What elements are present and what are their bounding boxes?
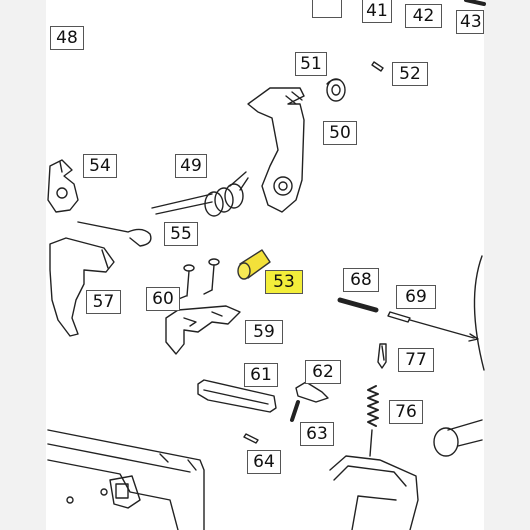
part-62-latch bbox=[295, 381, 329, 403]
part-label-62: 62 bbox=[305, 360, 341, 384]
part-51-bushing bbox=[326, 78, 346, 102]
part-60-screws bbox=[175, 258, 220, 301]
part-50-hammer bbox=[247, 87, 305, 213]
part-77-plunger bbox=[377, 343, 387, 369]
part-label-77: 77 bbox=[398, 348, 434, 372]
frame-rail bbox=[47, 429, 205, 530]
right-edge-shade bbox=[484, 0, 530, 530]
left-edge-shade bbox=[0, 0, 46, 530]
part-76-spring bbox=[367, 385, 379, 457]
part-69-pin bbox=[387, 311, 479, 342]
part-label-50: 50 bbox=[323, 121, 357, 145]
part-label-69: 69 bbox=[396, 285, 436, 309]
part-label-76: 76 bbox=[389, 400, 423, 424]
part-68-spring bbox=[337, 297, 379, 313]
part-label-48: 48 bbox=[50, 26, 84, 50]
part-64-pin bbox=[243, 433, 259, 444]
part-49-spring bbox=[151, 171, 249, 217]
housing-part bbox=[329, 455, 419, 530]
part-label-49: 49 bbox=[175, 154, 207, 178]
part-label-52: 52 bbox=[392, 62, 428, 86]
part-label-57: 57 bbox=[86, 290, 121, 314]
top-right-fragment bbox=[464, 0, 486, 6]
part-label-43: 43 bbox=[456, 10, 484, 34]
part-55-wire-spring bbox=[77, 221, 152, 247]
part-52-pin bbox=[371, 61, 384, 72]
part-label-51: 51 bbox=[295, 52, 327, 76]
part-label-40-partial bbox=[312, 0, 342, 18]
part-label-53: 53 bbox=[265, 270, 303, 294]
part-label-59: 59 bbox=[245, 320, 283, 344]
part-label-61: 61 bbox=[244, 363, 278, 387]
part-53-highlighted-cylinder bbox=[237, 249, 271, 280]
part-label-42: 42 bbox=[405, 4, 442, 28]
part-61-bar bbox=[197, 379, 277, 413]
part-label-60: 60 bbox=[146, 287, 180, 311]
right-curved-part bbox=[473, 255, 485, 371]
part-label-41: 41 bbox=[362, 0, 392, 23]
part-59-plate bbox=[165, 305, 241, 355]
part-63-small-spring bbox=[290, 400, 300, 422]
right-pin bbox=[433, 419, 483, 457]
part-54-disconnector bbox=[47, 159, 79, 213]
part-label-54: 54 bbox=[83, 154, 117, 178]
part-label-64: 64 bbox=[247, 450, 281, 474]
part-57-trigger bbox=[49, 237, 115, 337]
part-label-63: 63 bbox=[300, 422, 334, 446]
part-label-68: 68 bbox=[343, 268, 379, 292]
part-label-55: 55 bbox=[164, 222, 198, 246]
